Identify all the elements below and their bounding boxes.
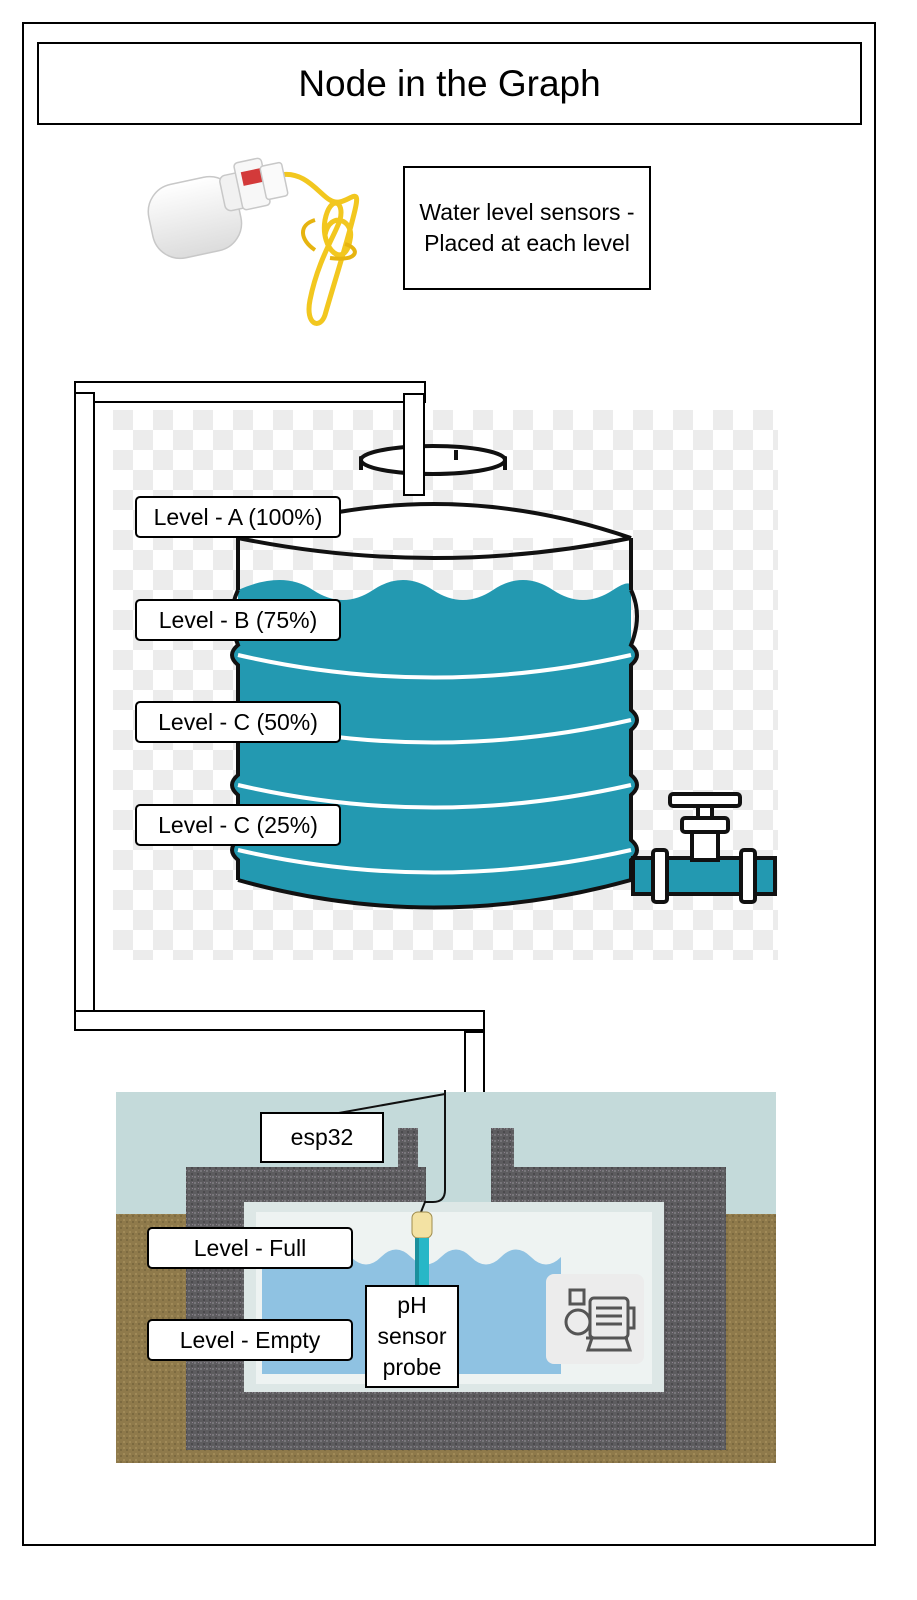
tank-level-a-label: Level - A (100%) xyxy=(135,496,341,538)
valve-icon xyxy=(668,792,742,862)
bottom-pipe xyxy=(74,1010,485,1031)
page-title: Node in the Graph xyxy=(37,42,862,125)
float-sensor-icon xyxy=(147,157,360,326)
tank-level-c25-label: Level - C (25%) xyxy=(135,804,341,846)
diagram-frame xyxy=(22,22,876,1546)
sump-level-empty-label: Level - Empty xyxy=(147,1319,353,1361)
water-tank-icon xyxy=(113,410,778,960)
sensor-note: Water level sensors - Placed at each lev… xyxy=(403,166,651,290)
sump-level-full-label: Level - Full xyxy=(147,1227,353,1269)
tank-inlet-pipe xyxy=(403,393,425,496)
sensor-note-line1: Water level sensors - xyxy=(419,199,635,225)
tank-level-c50-label: Level - C (50%) xyxy=(135,701,341,743)
ph-probe-icon xyxy=(411,1090,446,1286)
sensor-note-line2: Placed at each level xyxy=(424,230,630,256)
top-pipe xyxy=(74,381,426,403)
left-riser-pipe xyxy=(74,392,95,1031)
tank-level-b-label: Level - B (75%) xyxy=(135,599,341,641)
esp32-label: esp32 xyxy=(260,1112,384,1163)
pump-icon xyxy=(564,1288,636,1352)
ph-probe-label: pH sensor probe xyxy=(365,1285,459,1388)
